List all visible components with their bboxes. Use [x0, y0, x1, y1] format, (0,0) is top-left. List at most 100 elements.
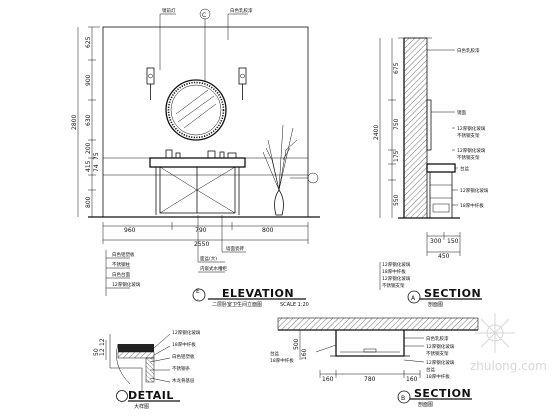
- svg-text:不锈钢柱: 不锈钢柱: [112, 261, 130, 268]
- svg-text:630: 630: [85, 114, 92, 126]
- section-a-mirror: [426, 99, 432, 151]
- svg-text:780: 780: [364, 376, 376, 383]
- svg-text:150: 150: [447, 238, 459, 245]
- section-b-view: 500 160 160 780 160 白色乳胶漆 12厚钢化玻璃 不锈钢支架 …: [270, 317, 479, 408]
- svg-text:12厚钢化玻璃: 12厚钢化玻璃: [457, 147, 486, 154]
- dims-left-elevation: 625 900 630 200 415 75 74 800 2800: [71, 36, 100, 208]
- section-a-view: 675 750 175 550 2400 300 150 450 白色乳胶漆 镜…: [373, 37, 489, 308]
- svg-text:450: 450: [438, 253, 450, 260]
- svg-text:12厚钢化玻璃: 12厚钢化玻璃: [382, 275, 411, 282]
- svg-text:160: 160: [301, 348, 308, 360]
- watermark-text: zhulong.com: [470, 359, 547, 373]
- watermark: zhulong.com: [470, 313, 547, 373]
- svg-text:18厚中纤板: 18厚中纤板: [426, 373, 450, 380]
- svg-text:白色铝塑板: 白色铝塑板: [172, 353, 195, 360]
- svg-text:12厚钢化玻璃: 12厚钢化玻璃: [426, 359, 455, 366]
- svg-text:不锈钢条: 不锈钢条: [172, 365, 190, 372]
- svg-text:550: 550: [393, 194, 400, 206]
- svg-text:12: 12: [99, 348, 106, 356]
- vanity-cabinet: [149, 149, 246, 215]
- detail-notes: 12厚钢化玻璃 18厚中纤板 白色铝塑板 不锈钢条 木龙骨基层: [149, 329, 201, 384]
- svg-text:800: 800: [85, 196, 92, 208]
- wall-lamp-right-icon: [238, 67, 247, 100]
- svg-text:200: 200: [85, 142, 92, 154]
- svg-text:不锈钢支架: 不锈钢支架: [426, 350, 449, 357]
- elevation-subtitle: 二层卧室卫生间立面图: [212, 301, 262, 308]
- svg-text:-: -: [197, 297, 199, 303]
- svg-text:白色乳胶漆: 白色乳胶漆: [457, 47, 480, 54]
- section-a-marker: [407, 290, 421, 304]
- svg-text:500: 500: [293, 338, 300, 350]
- svg-text:12厚钢化玻璃: 12厚钢化玻璃: [460, 187, 489, 194]
- svg-text:750: 750: [393, 118, 400, 130]
- section-callout-marker: [307, 172, 319, 184]
- elevation-marker: [192, 288, 206, 302]
- section-b-marker: [397, 390, 411, 404]
- section-a-title: SECTION: [424, 287, 481, 300]
- svg-text:台盆: 台盆: [426, 366, 435, 373]
- section-a-lower-notes: 12厚钢化玻璃 18厚中纤板 12厚钢化玻璃 不锈钢支架: [379, 261, 411, 290]
- dims-left-section-a: 675 750 175 550 2400: [373, 62, 400, 206]
- svg-text:12厚钢化玻璃: 12厚钢化玻璃: [112, 281, 141, 288]
- section-b-subtitle: 剖面图: [418, 401, 433, 408]
- note-white-paint: 白色乳胶漆: [230, 7, 253, 14]
- svg-text:300: 300: [430, 238, 442, 245]
- elevation-scale: SCALE 1:20: [280, 302, 309, 308]
- svg-text:木龙骨基层: 木龙骨基层: [172, 377, 195, 384]
- svg-text:18厚中纤板: 18厚中纤板: [270, 357, 294, 364]
- svg-text:2800: 2800: [71, 115, 78, 130]
- section-a-subtitle: 剖面图: [428, 301, 443, 308]
- svg-text:白色乳胶漆: 白色乳胶漆: [426, 335, 449, 342]
- svg-text:12厚钢化玻璃: 12厚钢化玻璃: [426, 343, 455, 350]
- svg-text:不锈钢支架: 不锈钢支架: [457, 154, 480, 161]
- detail-title: DETAIL: [128, 389, 174, 402]
- svg-text:台盆: 台盆: [460, 165, 469, 172]
- section-a-notes: 白色乳胶漆 镜面 12厚钢化玻璃 不锈钢支架 12厚钢化玻璃 不锈钢支架 台盆 …: [427, 47, 489, 209]
- svg-text:2400: 2400: [373, 125, 380, 140]
- svg-text:内嵌式水槽柜: 内嵌式水槽柜: [200, 265, 227, 272]
- section-b-notes: 白色乳胶漆 12厚钢化玻璃 不锈钢支架 12厚钢化玻璃 台盆 18厚中纤板 台盆…: [270, 335, 455, 380]
- svg-text:不锈钢支架: 不锈钢支架: [382, 282, 405, 289]
- svg-text:75: 75: [93, 152, 100, 160]
- branch-vase-icon: [262, 124, 298, 216]
- svg-text:175: 175: [393, 150, 400, 162]
- svg-text:面盆(大): 面盆(大): [200, 255, 217, 262]
- svg-text:160: 160: [322, 376, 334, 383]
- elevation-view: 镜前灯 C 白色乳胶漆 960 790 800 2550 625 900: [71, 7, 320, 308]
- svg-text:18厚中纤板: 18厚中纤板: [460, 202, 484, 209]
- dim-bottom-3: 800: [262, 227, 274, 234]
- svg-text:白色台面: 白色台面: [112, 271, 130, 278]
- svg-text:18厚中纤板: 18厚中纤板: [382, 268, 406, 275]
- svg-text:12厚钢化玻璃: 12厚钢化玻璃: [382, 261, 411, 268]
- svg-text:白色铝塑板: 白色铝塑板: [112, 251, 135, 258]
- svg-text:A: A: [411, 295, 416, 302]
- svg-text:墙面瓷砖: 墙面瓷砖: [226, 245, 244, 252]
- detail-top-strip: [118, 344, 154, 352]
- round-mirror: [165, 79, 227, 141]
- detail-subtitle: 大样图: [134, 403, 149, 410]
- svg-text:50: 50: [93, 348, 100, 356]
- grid-marker-c: C: [202, 12, 206, 19]
- wall-lamp-left-icon: [146, 67, 155, 100]
- note-wall-lamp: 镜前灯: [162, 7, 176, 14]
- svg-text:台盆: 台盆: [270, 350, 279, 357]
- svg-text:18厚中纤板: 18厚中纤板: [172, 341, 196, 348]
- elevation-wall-outline: [102, 26, 309, 218]
- svg-text:675: 675: [393, 62, 400, 74]
- svg-text:12厚钢化玻璃: 12厚钢化玻璃: [457, 125, 486, 132]
- dim-bottom-2: 790: [195, 227, 207, 234]
- elevation-title: ELEVATION: [222, 287, 294, 300]
- svg-text:12厚钢化玻璃: 12厚钢化玻璃: [172, 329, 201, 336]
- dim-bottom-1: 960: [124, 227, 136, 234]
- svg-text:415: 415: [85, 160, 92, 172]
- svg-text:12: 12: [99, 338, 106, 346]
- detail-view: 12 50 12 12厚钢化玻璃 18厚中纤板 白色铝塑板 不锈钢条 木龙骨基层…: [93, 329, 201, 410]
- dim-bottom-total: 2550: [194, 241, 209, 248]
- svg-text:74: 74: [93, 164, 100, 172]
- svg-text:E: E: [196, 288, 200, 295]
- elevation-notes: 白色铝塑板 不锈钢柱 白色台面 12厚钢化玻璃 面盆(大) 内嵌式水槽柜 墙面瓷…: [105, 215, 246, 296]
- svg-text:B: B: [401, 395, 405, 402]
- svg-text:不锈钢支架: 不锈钢支架: [457, 132, 480, 139]
- svg-text:625: 625: [85, 36, 92, 48]
